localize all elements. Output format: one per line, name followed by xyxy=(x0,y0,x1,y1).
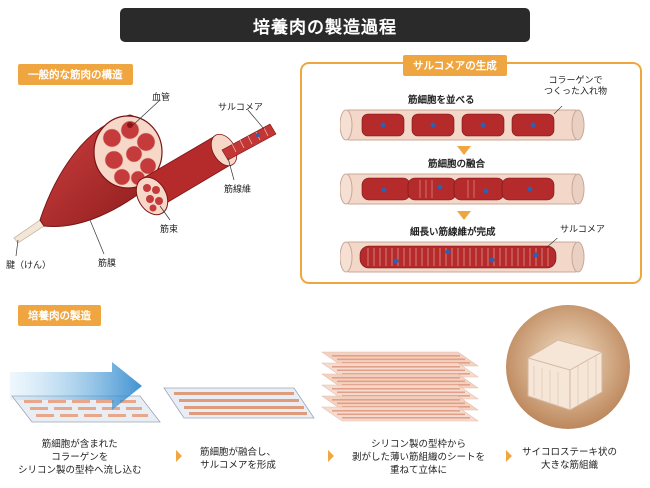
step-arrange-cells-label: 筋細胞を並べる xyxy=(408,95,475,106)
muscle-structure-tag: 一般的な筋肉の構造 xyxy=(18,64,133,85)
fascicle-label: 筋束 xyxy=(160,225,179,235)
step3-caption: シリコン製の型枠から 剥がした薄い筋組織のシートを 重ねて立体に xyxy=(352,439,486,476)
step4-caption: サイコロステーキ状の 大きな筋組織 xyxy=(522,447,618,471)
collagen-container-note: コラーゲンで つくった入れ物 xyxy=(544,76,608,97)
tube-arranged-cells xyxy=(340,106,585,141)
page-title: 培養肉の製造過程 xyxy=(120,8,530,42)
process-arrow-2 xyxy=(328,450,334,462)
muscle-illustration xyxy=(13,99,277,257)
process-arrow-1 xyxy=(176,450,182,462)
step-fiber-complete-label: 細長い筋線維が完成 xyxy=(410,227,496,238)
tube-fusing-cells xyxy=(340,173,585,205)
sarcomere-label-2: サルコメア xyxy=(560,225,605,235)
flow-arrow-shape xyxy=(10,362,142,410)
meat-cube-photo xyxy=(506,305,630,429)
sarcomere-label: サルコメア xyxy=(218,103,263,113)
manufacturing-tag: 培養肉の製造 xyxy=(18,305,101,326)
step2-caption: 筋細胞が融合し、 サルコメアを形成 xyxy=(200,447,277,471)
down-arrow-1 xyxy=(457,146,471,155)
stacked-sheets-illustration xyxy=(321,351,479,422)
step1-caption: 筋細胞が含まれた コラーゲンを シリコン製の型枠へ流し込む xyxy=(18,439,142,476)
down-arrow-2 xyxy=(457,211,471,220)
process-arrow-3 xyxy=(506,450,512,462)
blood-vessel-label: 血管 xyxy=(152,93,171,103)
epimysium-label: 筋膜 xyxy=(98,259,117,269)
blood-vessel-dot xyxy=(127,122,133,128)
tendon-label: 腱（けん） xyxy=(6,261,52,271)
mold-fused-illustration xyxy=(163,387,315,419)
tube-complete-fiber xyxy=(340,238,585,273)
step-cell-fusion-label: 筋細胞の融合 xyxy=(428,159,486,170)
mold-pouring-illustration xyxy=(10,362,161,423)
meat-cube-shape xyxy=(527,339,603,411)
tendon-shape xyxy=(13,219,45,244)
myofiber-label: 筋線維 xyxy=(224,185,252,195)
sarcomere-generation-tag: サルコメアの生成 xyxy=(403,55,507,76)
